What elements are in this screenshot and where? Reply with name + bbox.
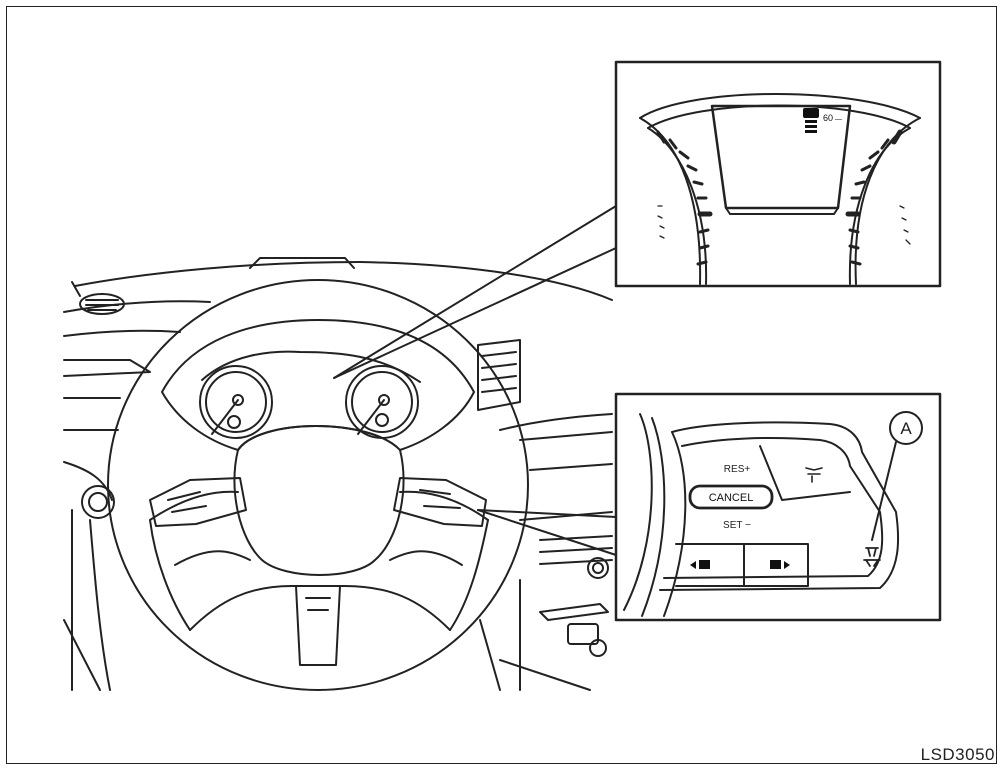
set-minus-label: SET − (723, 520, 751, 531)
steering-wheel (108, 280, 528, 690)
cancel-label: CANCEL (709, 492, 754, 504)
figure-code: LSD3050 (921, 745, 995, 765)
cluster-inset (616, 62, 940, 286)
switch-inset (616, 394, 940, 620)
callout-a-label: A (900, 419, 912, 438)
res-plus-label: RES+ (724, 464, 751, 475)
set-speed-readout: 60 (823, 113, 833, 123)
speed-unit-mark: — (835, 116, 842, 123)
leader-lines (334, 206, 616, 555)
